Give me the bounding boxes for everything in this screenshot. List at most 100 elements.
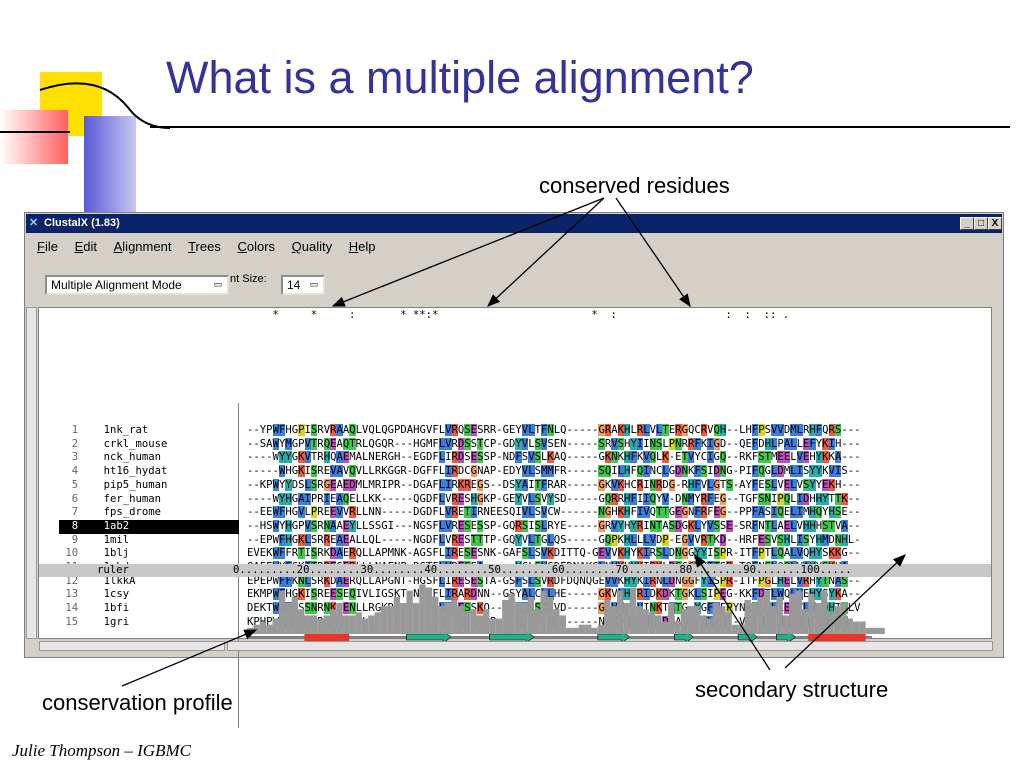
residue: G (726, 465, 733, 478)
residue: M (783, 465, 791, 478)
residue: I (528, 478, 535, 491)
residue: V (521, 492, 529, 505)
menu-file[interactable]: File (37, 239, 58, 254)
residue: K (636, 574, 644, 587)
residue: I (707, 574, 714, 587)
sequence-name-row[interactable]: 5 pip5_human (59, 479, 239, 493)
menu-help[interactable]: Help (348, 239, 376, 254)
residue: K (745, 451, 752, 464)
residue: V (355, 465, 363, 478)
residue: E (342, 588, 350, 601)
residue: - (253, 492, 260, 505)
residue: V (687, 451, 695, 464)
residue: E (470, 451, 478, 464)
profile-bar (667, 603, 675, 634)
profile-bar (597, 624, 605, 634)
residue: A (489, 574, 497, 587)
vertical-scrollbar[interactable] (26, 307, 37, 639)
residue: G (291, 424, 299, 436)
residue: Y (259, 424, 267, 436)
maximize-button[interactable]: □ (974, 217, 988, 230)
residue: A (758, 506, 765, 519)
sequence-name-row[interactable]: 14 1bfi (59, 602, 239, 616)
residue: V (521, 465, 529, 478)
residue: A (336, 465, 343, 478)
font-size-select[interactable]: 14 ▭ (281, 275, 325, 295)
residue: W (272, 451, 279, 464)
residue: D (668, 547, 676, 560)
residue: K (834, 547, 842, 560)
residue: V (643, 451, 650, 464)
residue: S (509, 478, 516, 491)
sequence-name-row[interactable]: 3 nck_human (59, 451, 239, 465)
residue: G (374, 437, 382, 450)
residue: V (445, 519, 452, 532)
residue: D (457, 437, 465, 450)
residue: E (783, 451, 791, 464)
residue: L (707, 478, 714, 491)
sequence-name-row[interactable]: 6 fer_human (59, 493, 239, 507)
horizontal-scrollbar-names[interactable] (39, 641, 225, 651)
residue: R (560, 478, 567, 491)
menu-alignment[interactable]: Alignment (113, 239, 172, 254)
residue: V (771, 533, 778, 546)
residue: A (374, 547, 382, 560)
sequence-name-row[interactable]: 12 1lkkA (59, 575, 239, 589)
residue: D (560, 602, 567, 615)
sequence-block: --YPWFHGPISRVRAAQLVQLQGPDAHGVFLVRQSESRR-… (247, 424, 867, 630)
menu-edit[interactable]: Edit (74, 239, 97, 254)
residue: L (790, 437, 797, 450)
residue: R (700, 424, 708, 436)
sequence-name-row[interactable]: 15 1gri (59, 616, 239, 630)
residue: S (464, 519, 471, 532)
residue: K (700, 437, 708, 450)
residue: R (451, 588, 458, 601)
arrow-conserved-1 (331, 197, 605, 307)
residue: T (828, 492, 835, 505)
residue: F (751, 588, 759, 601)
residue: G (374, 602, 382, 615)
residue: V (304, 451, 311, 464)
residue: N (374, 506, 382, 519)
residue: R (636, 424, 644, 436)
residue: L (355, 506, 363, 519)
minimize-button[interactable]: _ (960, 217, 974, 230)
residue: G (713, 451, 720, 464)
mode-select[interactable]: Multiple Alignment Mode ▭ (45, 275, 229, 295)
sequence-name-row[interactable]: 1 1nk_rat (59, 424, 239, 438)
residue: - (592, 533, 599, 546)
sequence-name-row[interactable]: 7 fps_drome (59, 506, 239, 520)
close-button[interactable]: X (988, 217, 1002, 230)
sequence-name-row[interactable]: 8 1ab2 (59, 519, 239, 534)
residue: V (540, 437, 548, 450)
residue: K (828, 478, 835, 491)
sequence-name-row[interactable]: 2 crkl_mouse (59, 438, 239, 452)
residue: G (291, 437, 299, 450)
residue: V (362, 424, 369, 436)
horizontal-scrollbar-sequences[interactable] (227, 641, 993, 651)
residue: - (253, 437, 260, 450)
residue: F (432, 465, 439, 478)
menu-quality[interactable]: Quality (291, 239, 333, 254)
residue: P (387, 478, 394, 491)
residue: T (662, 602, 669, 615)
residue: E (726, 519, 733, 532)
residue: R (317, 478, 324, 491)
residue: W (272, 478, 279, 491)
residue: S (477, 519, 484, 532)
menu-colors[interactable]: Colors (237, 239, 276, 254)
residue: R (636, 519, 644, 532)
residue: G (668, 478, 676, 491)
residue: - (253, 478, 260, 491)
menu-trees[interactable]: Trees (188, 239, 221, 254)
residue: N (739, 602, 746, 615)
sequence-name-row[interactable]: 13 1csy (59, 588, 239, 602)
residue: F (630, 451, 637, 464)
sequence-name-row[interactable]: 4 ht16_hydat (59, 465, 239, 479)
residue: - (854, 437, 861, 450)
residue: G (470, 465, 478, 478)
sequence-name-row[interactable]: 10 1blj (59, 547, 239, 561)
sequence-name-row[interactable]: 9 1mil (59, 534, 239, 548)
residue: N (649, 465, 656, 478)
residue: K (604, 588, 612, 601)
